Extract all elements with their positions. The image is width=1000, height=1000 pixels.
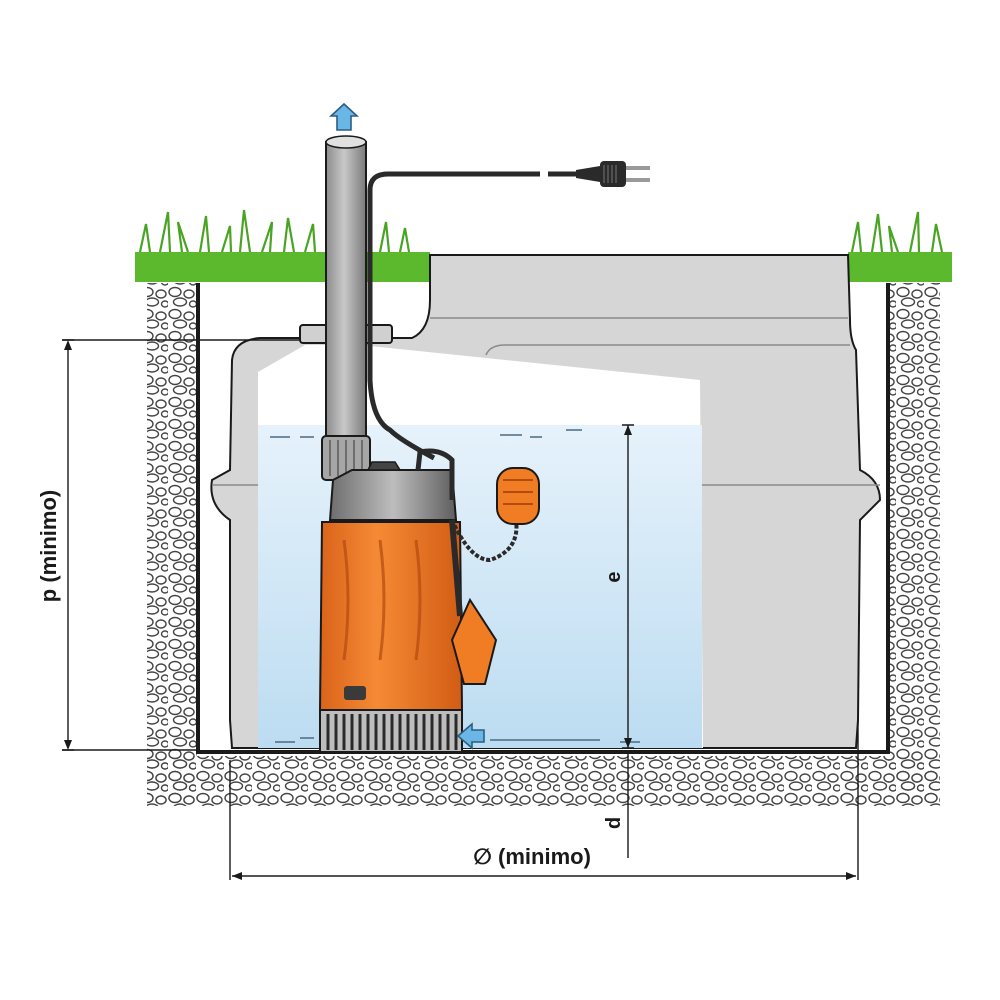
- label-water-level: e: [603, 571, 625, 582]
- gravel-bed: [147, 283, 940, 806]
- plug-icon: [576, 161, 650, 187]
- label-diameter: ∅ (minimo): [473, 844, 591, 869]
- pit-outline: [196, 283, 890, 754]
- float-switch: [449, 467, 540, 685]
- discharge-pipe: [299, 135, 393, 481]
- submersible-pump: [318, 448, 464, 753]
- arrow-left-icon: [456, 722, 485, 750]
- arrow-up-icon: [328, 102, 360, 131]
- dimension-lines: [62, 339, 859, 880]
- label-bottom-clearance: d: [603, 817, 625, 829]
- label-depth: p (minimo): [36, 490, 61, 602]
- grass-left: [135, 209, 430, 282]
- power-cable: [367, 171, 576, 461]
- grass-right: [848, 211, 952, 282]
